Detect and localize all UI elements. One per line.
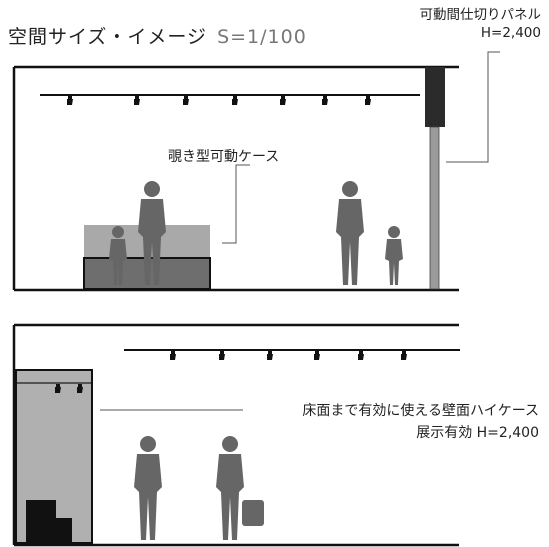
person-silhouette-icon bbox=[385, 226, 403, 285]
peep-case-label: 覗き型可動ケース bbox=[168, 149, 280, 165]
diagram-title: 空間サイズ・イメージ S=1/100 bbox=[8, 22, 307, 49]
spotlight-icon bbox=[267, 351, 273, 360]
movable-panel-label: 可動間仕切りパネル H=2,400 bbox=[420, 6, 542, 42]
title-scale: S=1/100 bbox=[217, 26, 307, 48]
upper-section bbox=[12, 51, 500, 292]
spotlight-icon bbox=[358, 351, 364, 360]
spotlight-icon bbox=[401, 351, 407, 360]
spotlight-icon bbox=[170, 351, 176, 360]
spotlight-icon bbox=[183, 96, 189, 105]
spotlight-icon bbox=[67, 96, 73, 105]
lower-section bbox=[12, 323, 460, 547]
title-main: 空間サイズ・イメージ bbox=[8, 26, 208, 48]
movable-panel-pole bbox=[429, 126, 440, 290]
spotlight-icon bbox=[365, 96, 371, 105]
person-silhouette-icon bbox=[216, 436, 244, 540]
spotlight-icon bbox=[280, 96, 286, 105]
display-object bbox=[26, 500, 72, 543]
spotlight-icon bbox=[232, 96, 238, 105]
bag-icon bbox=[242, 500, 264, 526]
spotlight-icon bbox=[314, 351, 320, 360]
person-silhouette-icon bbox=[134, 436, 162, 540]
peep-case-leader bbox=[222, 164, 250, 244]
spotlight-icon bbox=[322, 96, 328, 105]
spotlight-icon bbox=[134, 96, 140, 105]
wall-case-label: 床面まで有効に使える壁面ハイケース 展示有効 H=2,400 bbox=[302, 400, 539, 444]
person-silhouette-icon bbox=[336, 181, 364, 285]
movable-panel-leader bbox=[446, 51, 500, 163]
movable-panel-name: 可動間仕切りパネル bbox=[419, 7, 542, 23]
movable-panel-height: H=2,400 bbox=[480, 25, 541, 41]
spotlight-icon bbox=[219, 351, 225, 360]
wall-case-name: 床面まで有効に使える壁面ハイケース bbox=[302, 403, 539, 419]
wall-case-height: 展示有効 H=2,400 bbox=[416, 425, 539, 441]
movable-panel-head bbox=[425, 67, 445, 127]
